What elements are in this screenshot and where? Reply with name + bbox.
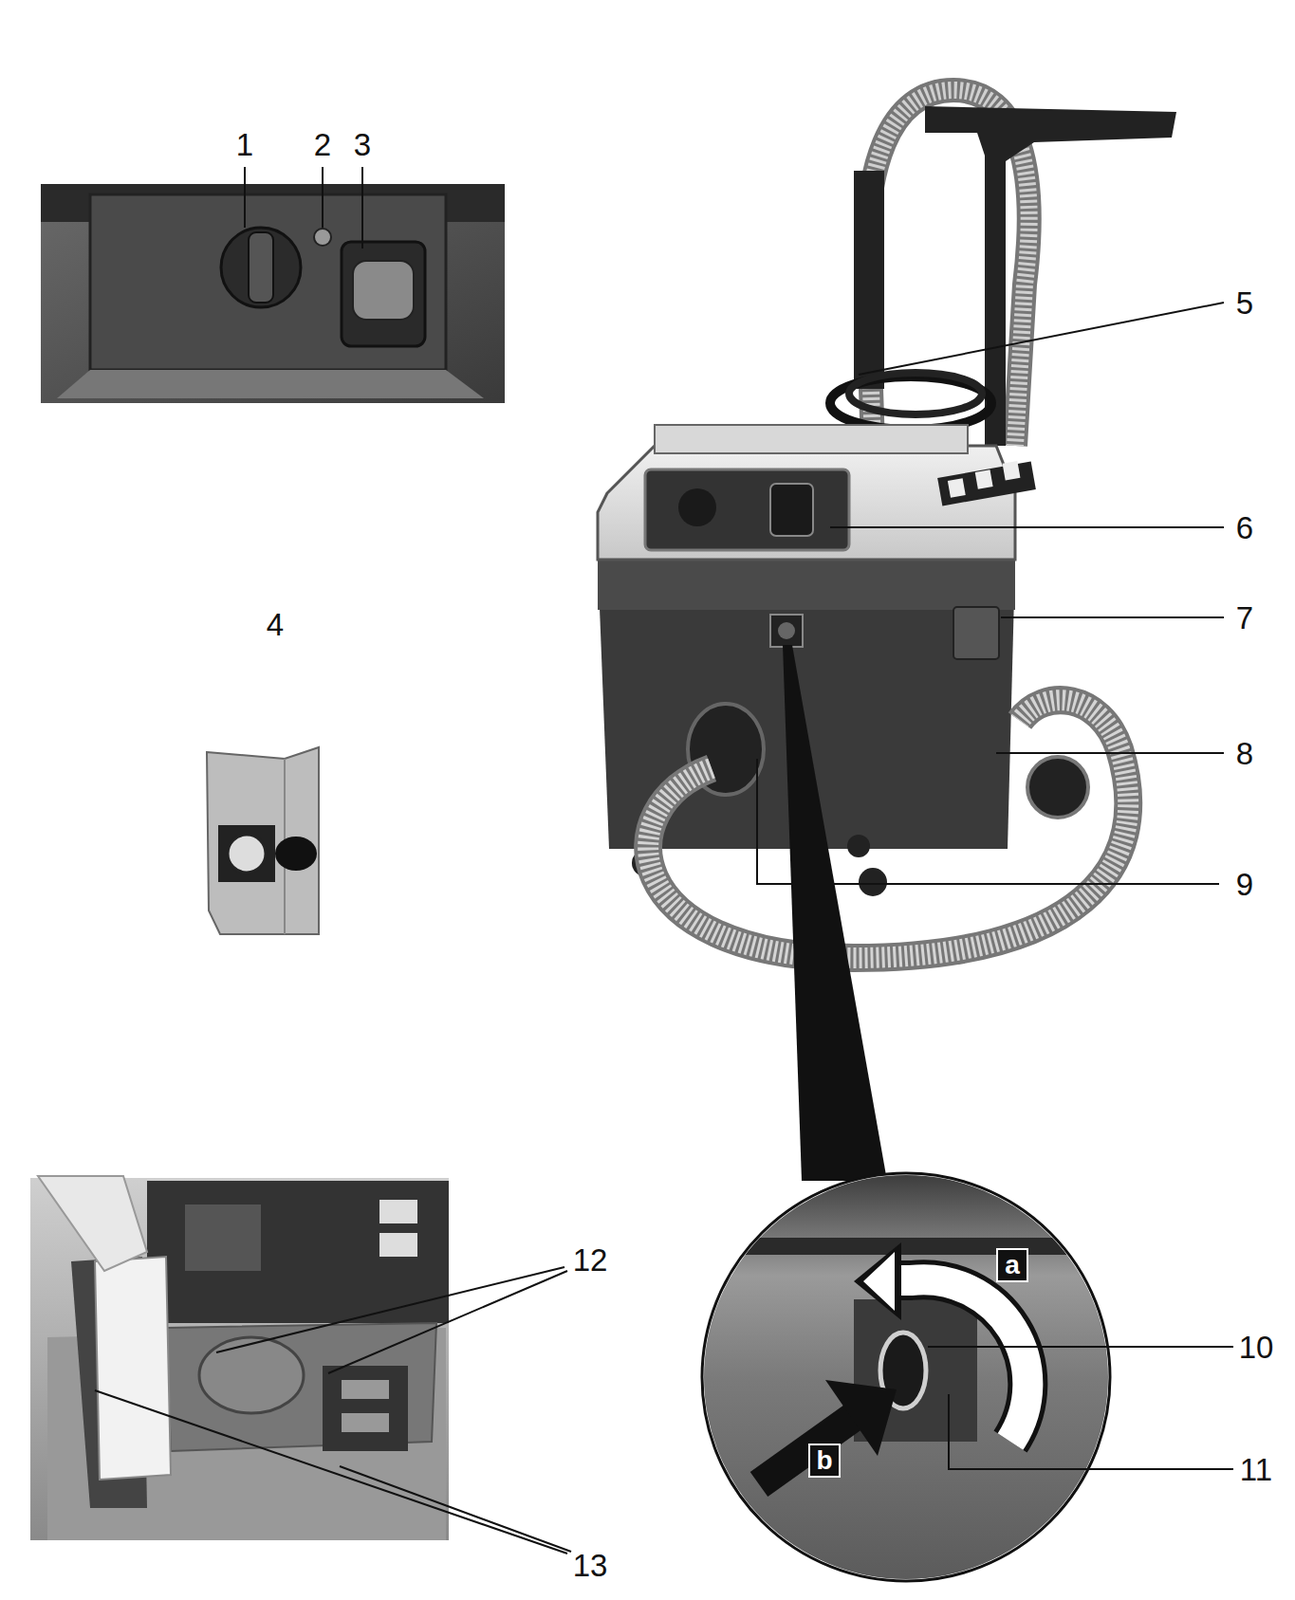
callout-number: 13 xyxy=(573,1550,609,1582)
callout-number: 7 xyxy=(1236,602,1254,634)
leader-line-part xyxy=(996,752,1224,755)
direction-box: b xyxy=(808,1443,841,1479)
vacuum-body xyxy=(597,425,1089,897)
leader-line xyxy=(757,302,1224,885)
control-panel-inset-part xyxy=(314,228,332,246)
control-panel-inset-part xyxy=(352,260,414,320)
vacuum-body-part xyxy=(1027,757,1089,818)
control-panel-inset-part xyxy=(221,227,301,308)
control-panel-inset-part xyxy=(248,232,274,303)
magnified-view-part-part xyxy=(697,1238,1115,1256)
magnified-view-part xyxy=(758,1413,859,1485)
callout-number: 10 xyxy=(1239,1332,1275,1364)
dust-bag-part xyxy=(275,836,317,871)
callout-number: 8 xyxy=(1236,738,1254,770)
filter-photo-part xyxy=(185,1204,261,1272)
callout-number: 9 xyxy=(1236,869,1254,901)
leader-line-part xyxy=(321,166,324,228)
power-cable-part xyxy=(849,372,982,415)
magnifier-wedge-part xyxy=(782,645,888,1182)
leader-line xyxy=(244,166,363,249)
magnified-view-part xyxy=(853,1242,902,1321)
vacuum-body-part xyxy=(847,834,870,858)
magnified-view-part xyxy=(863,1252,895,1312)
magnified-view-part-part xyxy=(697,1171,1115,1590)
callout-number: 12 xyxy=(573,1244,609,1277)
filter-photo-part xyxy=(341,1413,389,1433)
magnified-view-part xyxy=(697,1171,1115,1590)
leader-line xyxy=(927,1347,1234,1470)
vacuum-body-part-part xyxy=(937,462,1036,507)
control-panel-inset-part xyxy=(40,184,505,404)
control-panel-inset xyxy=(40,184,505,404)
direction-letter: a xyxy=(1004,1252,1020,1279)
direction-letter: b xyxy=(815,1447,833,1475)
floor-nozzle xyxy=(925,106,1177,446)
dust-bag-part xyxy=(206,747,319,935)
callout-number: 2 xyxy=(314,129,332,161)
vacuum-body-part-part xyxy=(975,469,994,490)
magnified-view xyxy=(697,1171,1115,1590)
leader-line-part xyxy=(243,166,246,228)
filter-photo-part xyxy=(322,1366,408,1452)
leader-line-part xyxy=(216,1267,565,1353)
vacuum-body-part xyxy=(770,483,814,537)
vacuum-body-part-part xyxy=(947,478,966,499)
vacuum-body-part xyxy=(770,614,803,648)
vacuum-body-part xyxy=(678,488,717,527)
callout-number: 4 xyxy=(266,609,284,641)
dust-bag xyxy=(206,747,319,935)
filter-photo-part xyxy=(94,1257,171,1480)
hose-lower-part xyxy=(647,700,1129,959)
filter-photo-part xyxy=(166,1323,437,1452)
leader-line-part xyxy=(361,166,364,249)
vacuum-body-part xyxy=(654,425,968,454)
control-panel-inset-part xyxy=(90,194,446,370)
callout-number: 5 xyxy=(1236,287,1254,319)
leader-line-part xyxy=(94,1390,568,1554)
dust-bag-part xyxy=(218,825,276,883)
leader-line xyxy=(94,1267,572,1554)
callout-number: 1 xyxy=(236,129,254,161)
power-cable xyxy=(830,372,992,430)
callout-number: 6 xyxy=(1236,512,1254,544)
magnified-view-part xyxy=(896,1279,1028,1443)
leader-line-part xyxy=(1000,616,1224,619)
vacuum-body-part xyxy=(645,469,850,551)
magnifier-wedge xyxy=(782,645,888,1182)
leader-line-part xyxy=(328,1271,568,1374)
filter-photo-part xyxy=(199,1337,304,1414)
hose-lower-part xyxy=(647,700,1129,959)
control-panel-inset-part xyxy=(341,241,426,347)
filter-photo-part xyxy=(37,1176,148,1272)
leader-line-part xyxy=(830,526,1224,529)
vacuum-body-part xyxy=(953,607,999,660)
filter-photo xyxy=(30,1176,449,1541)
vacuum-body-part xyxy=(777,622,796,640)
hose-lower xyxy=(647,700,1129,959)
magnified-view-part xyxy=(896,1279,1028,1443)
control-panel-inset-part xyxy=(56,370,484,399)
hose-upper-part xyxy=(853,170,885,389)
vacuum-body-part xyxy=(937,461,1036,506)
filter-photo-part xyxy=(379,1233,418,1258)
leader-line-part xyxy=(927,1346,1234,1349)
vacuum-body-part xyxy=(858,868,888,897)
filter-photo-part xyxy=(379,1200,418,1224)
vacuum-body-part xyxy=(597,557,1016,611)
vacuum-body-part-part xyxy=(1002,461,1021,481)
leader-line-part xyxy=(339,1466,572,1553)
direction-box: a xyxy=(996,1248,1029,1283)
callout-number: 3 xyxy=(353,129,371,161)
dust-bag-part xyxy=(227,834,266,873)
filter-photo-part xyxy=(341,1380,389,1400)
leader-line-part xyxy=(948,1394,1234,1470)
callout-number: 11 xyxy=(1239,1454,1273,1486)
leader-line-part xyxy=(858,302,1224,375)
filter-photo-part xyxy=(147,1181,449,1324)
floor-nozzle-part xyxy=(925,106,1177,162)
